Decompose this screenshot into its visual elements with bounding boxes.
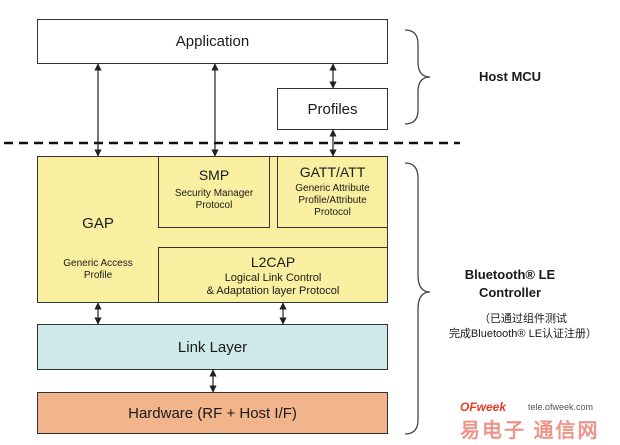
controller-label: Bluetooth® LE Controller [440,266,580,302]
gatt-desc-line-2: Profile/Attribute [298,195,367,206]
link-layer-label: Link Layer [177,338,248,356]
hardware-label: Hardware (RF + Host I/F) [128,404,297,422]
profiles-box: Profiles [277,88,388,130]
watermark-site: tele.ofweek.com [528,402,594,412]
gap-desc-line-2: Profile [83,270,113,281]
gatt-att-box: GATT/ATT Generic Attribute Profile/Attri… [277,156,388,228]
application-label: Application [175,33,250,50]
watermark: OFweek tele.ofweek.com 易电子 通信网 [458,400,618,444]
watermark-chars: 易电子 通信网 [460,420,600,442]
application-box: Application [37,19,388,64]
host-mcu-label: Host MCU [440,68,580,86]
gap-title: GAP [82,215,114,232]
gatt-desc-line-3: Protocol [314,207,351,218]
hardware-box: Hardware (RF + Host I/F) [37,392,388,434]
smp-desc-line-1: Security Manager [174,188,254,199]
l2cap-desc-line-2: & Adaptation layer Protocol [206,285,340,297]
watermark-brand: OFweek [460,400,507,414]
controller-label-line-1: Bluetooth® LE [464,267,556,282]
controller-brace [404,162,431,435]
certification-note: （已通过组件测试 完成Bluetooth® LE认证注册） [430,312,616,342]
gap-content: GAP Generic Access Profile [40,215,156,282]
gatt-desc-line-1: Generic Attribute [295,183,370,194]
l2cap-desc-line-1: Logical Link Control [224,272,322,284]
link-layer-box: Link Layer [37,324,388,370]
smp-box: SMP Security Manager Protocol [158,156,270,228]
l2cap-box: L2CAP Logical Link Control & Adaptation … [158,247,388,303]
certification-note-line-1: （已通过组件测试 [479,313,567,325]
l2cap-title: L2CAP [250,254,296,270]
gatt-att-title: GATT/ATT [299,164,366,180]
gap-desc-line-1: Generic Access [63,258,133,269]
smp-title: SMP [198,167,230,183]
controller-label-line-2: Controller [478,285,542,300]
smp-desc-line-2: Protocol [195,200,233,211]
host-brace [404,29,431,125]
host-mcu-text: Host MCU [478,69,542,84]
certification-note-line-2: 完成Bluetooth® LE认证注册） [448,328,598,340]
profiles-label: Profiles [307,100,358,118]
